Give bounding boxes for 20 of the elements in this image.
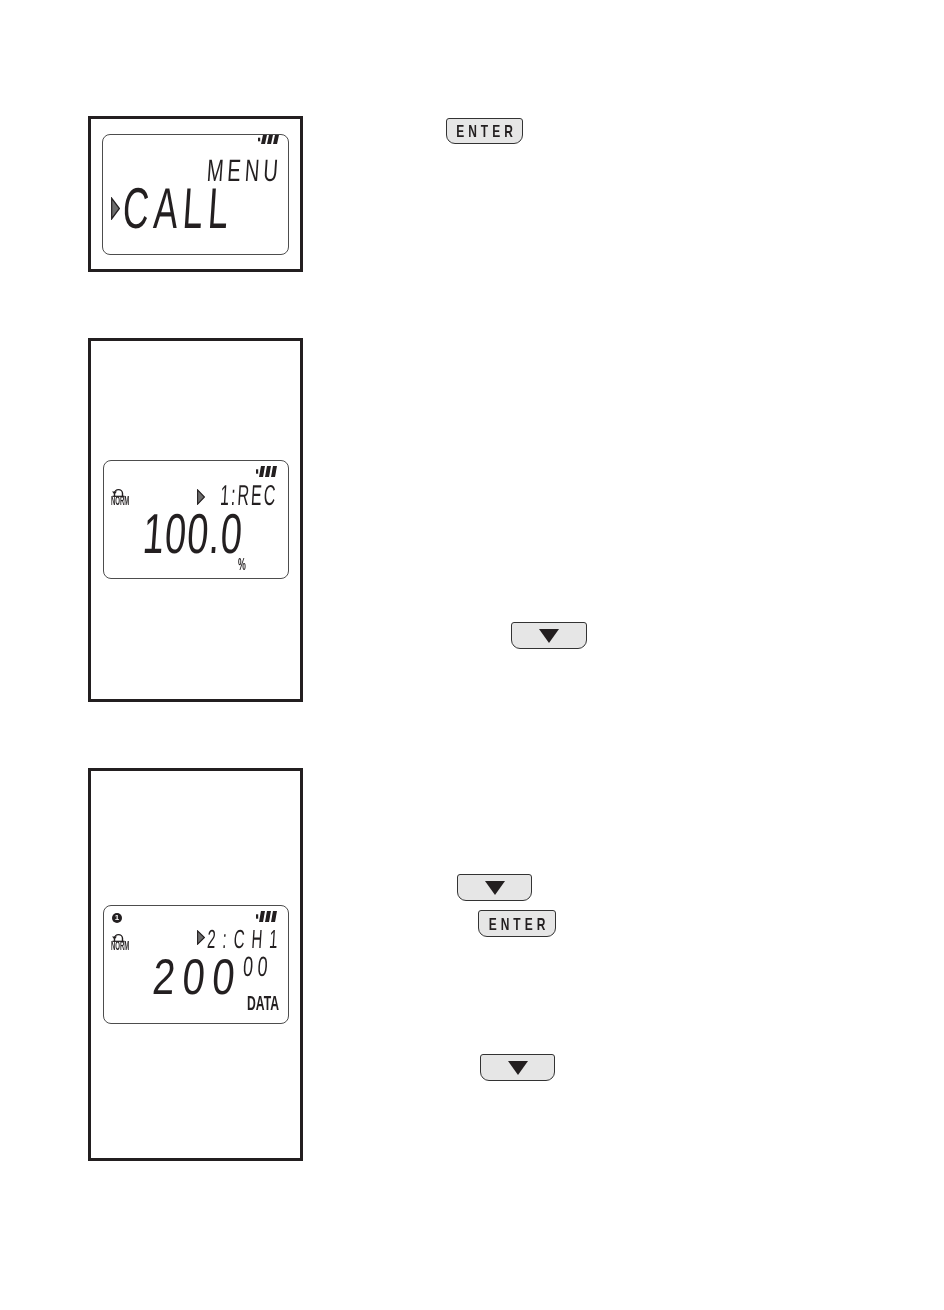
lcd-indicator-label: NORM — [111, 941, 130, 954]
down-arrow-button — [511, 622, 587, 649]
lcd-indicator-label: DATA — [247, 993, 280, 1014]
lcd-indicator-label: NORM — [111, 496, 130, 509]
lcd-screen — [103, 460, 289, 579]
lcd-small-digits: 00 — [242, 953, 274, 982]
enter-button: ENTER — [478, 910, 556, 937]
display-frame — [88, 116, 303, 272]
lcd-segment-text: 1:REC — [219, 482, 279, 512]
lcd-segment-text: MENU — [206, 154, 284, 186]
enter-button: ENTER — [446, 118, 523, 144]
down-arrow-button — [480, 1054, 555, 1081]
lcd-screen — [103, 905, 289, 1024]
lcd-readout-digits: 200 — [150, 950, 244, 1001]
down-arrow-button — [457, 874, 532, 901]
circled-number: 1 — [112, 913, 122, 923]
lcd-screen — [102, 134, 289, 255]
display-frame — [88, 338, 303, 702]
display-frame — [88, 768, 303, 1161]
lcd-segment-text: 2:CH1 — [206, 924, 286, 951]
